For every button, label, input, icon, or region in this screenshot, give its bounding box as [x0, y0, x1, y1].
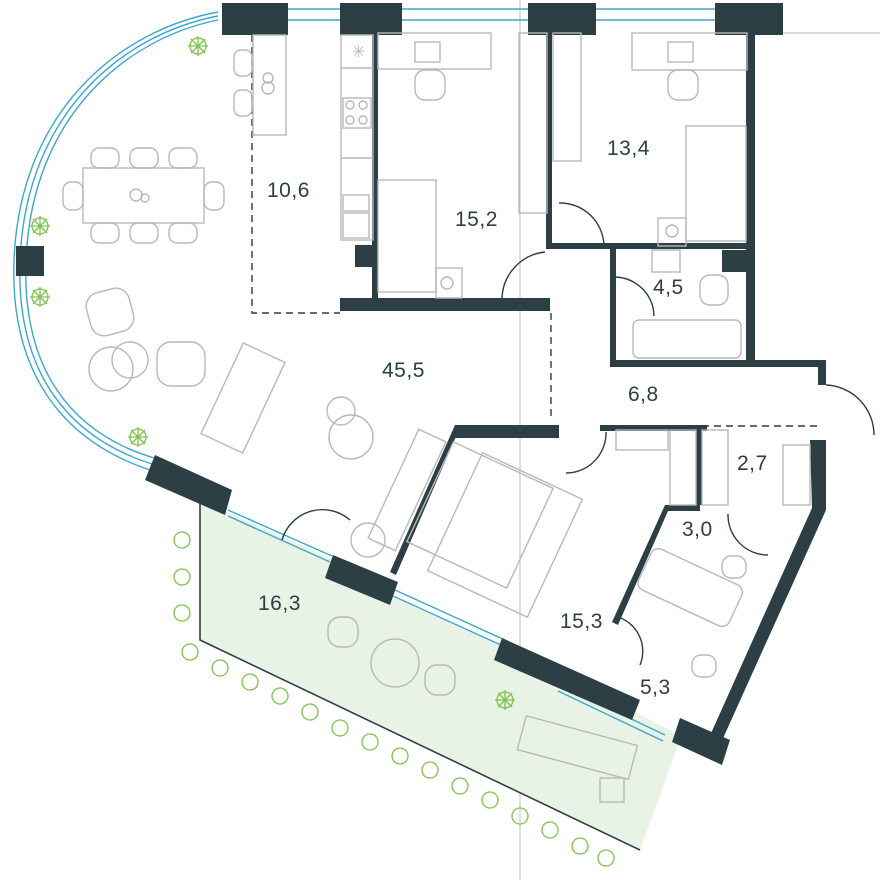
room-area-kitchen: 10,6 — [267, 179, 310, 202]
zone-dividers — [251, 35, 822, 427]
doors — [281, 202, 875, 666]
room-area-living: 45,5 — [382, 359, 425, 382]
room-area-bathroom-3: 5,3 — [640, 676, 671, 699]
room-area-master-bedroom: 15,3 — [560, 610, 603, 633]
room-area-wardrobe: 2,7 — [737, 452, 768, 475]
room-area-bedroom-1: 15,2 — [455, 208, 498, 231]
svg-text:✳: ✳ — [352, 42, 365, 61]
plants — [30, 36, 615, 867]
terrace-area[interactable] — [200, 500, 680, 850]
room-area-bathroom-1: 4,5 — [653, 276, 684, 299]
room-area-bathroom-2: 3,0 — [682, 518, 713, 541]
terrace-railing — [199, 500, 641, 851]
room-area-hall: 6,8 — [628, 383, 659, 406]
furniture: ✳ — [62, 32, 811, 803]
room-area-terrace: 16,3 — [258, 592, 301, 615]
top-windows — [285, 8, 715, 21]
room-area-bedroom-2: 13,4 — [607, 137, 650, 160]
